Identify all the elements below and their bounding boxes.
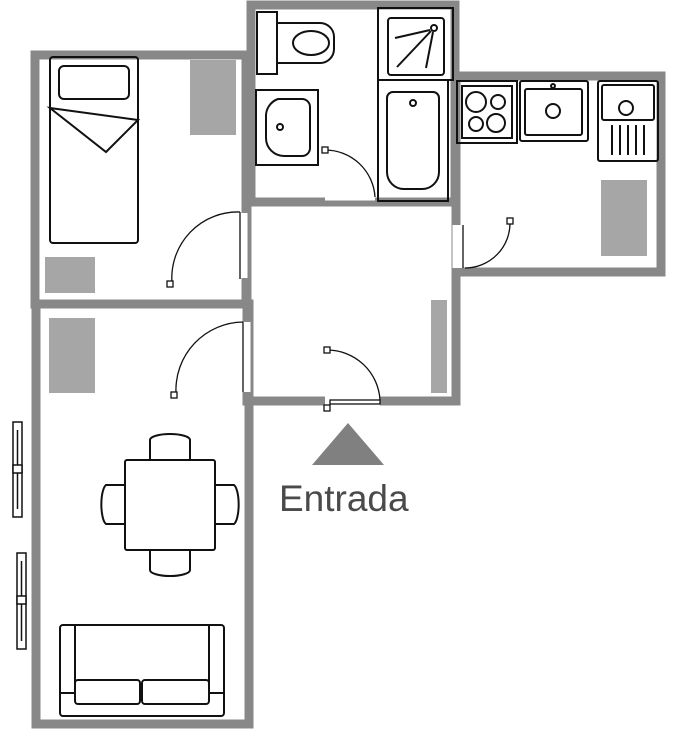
hall-walls (242, 202, 461, 406)
living-door (170, 321, 244, 399)
dishwasher-sink (597, 80, 659, 162)
bedroom-wardrobe (190, 60, 236, 135)
bedroom-nightstand (45, 257, 95, 293)
kitchen-walls (451, 71, 666, 277)
bedroom-door (166, 211, 241, 288)
sofa (59, 624, 225, 717)
entrance-door (323, 346, 381, 412)
entrance-arrow-icon (312, 423, 384, 465)
bathroom-door (321, 146, 376, 198)
bed (46, 56, 141, 244)
living-room-walls (31, 299, 254, 729)
stove (456, 80, 518, 144)
kitchen-door (462, 217, 514, 269)
living-cabinet (49, 318, 95, 393)
kitchen-table (601, 180, 647, 256)
windows (12, 421, 27, 650)
doors (166, 146, 514, 412)
bathtub (377, 79, 449, 202)
hall-shelf (431, 300, 447, 393)
washbasin (255, 89, 319, 166)
entrance-label: Entrada (279, 478, 409, 519)
walls (30, 0, 666, 729)
shower (377, 7, 454, 81)
kitchen-sink (519, 80, 589, 142)
toilet (256, 11, 335, 75)
bathroom-walls (246, 0, 460, 207)
dining-table-set (100, 433, 240, 577)
